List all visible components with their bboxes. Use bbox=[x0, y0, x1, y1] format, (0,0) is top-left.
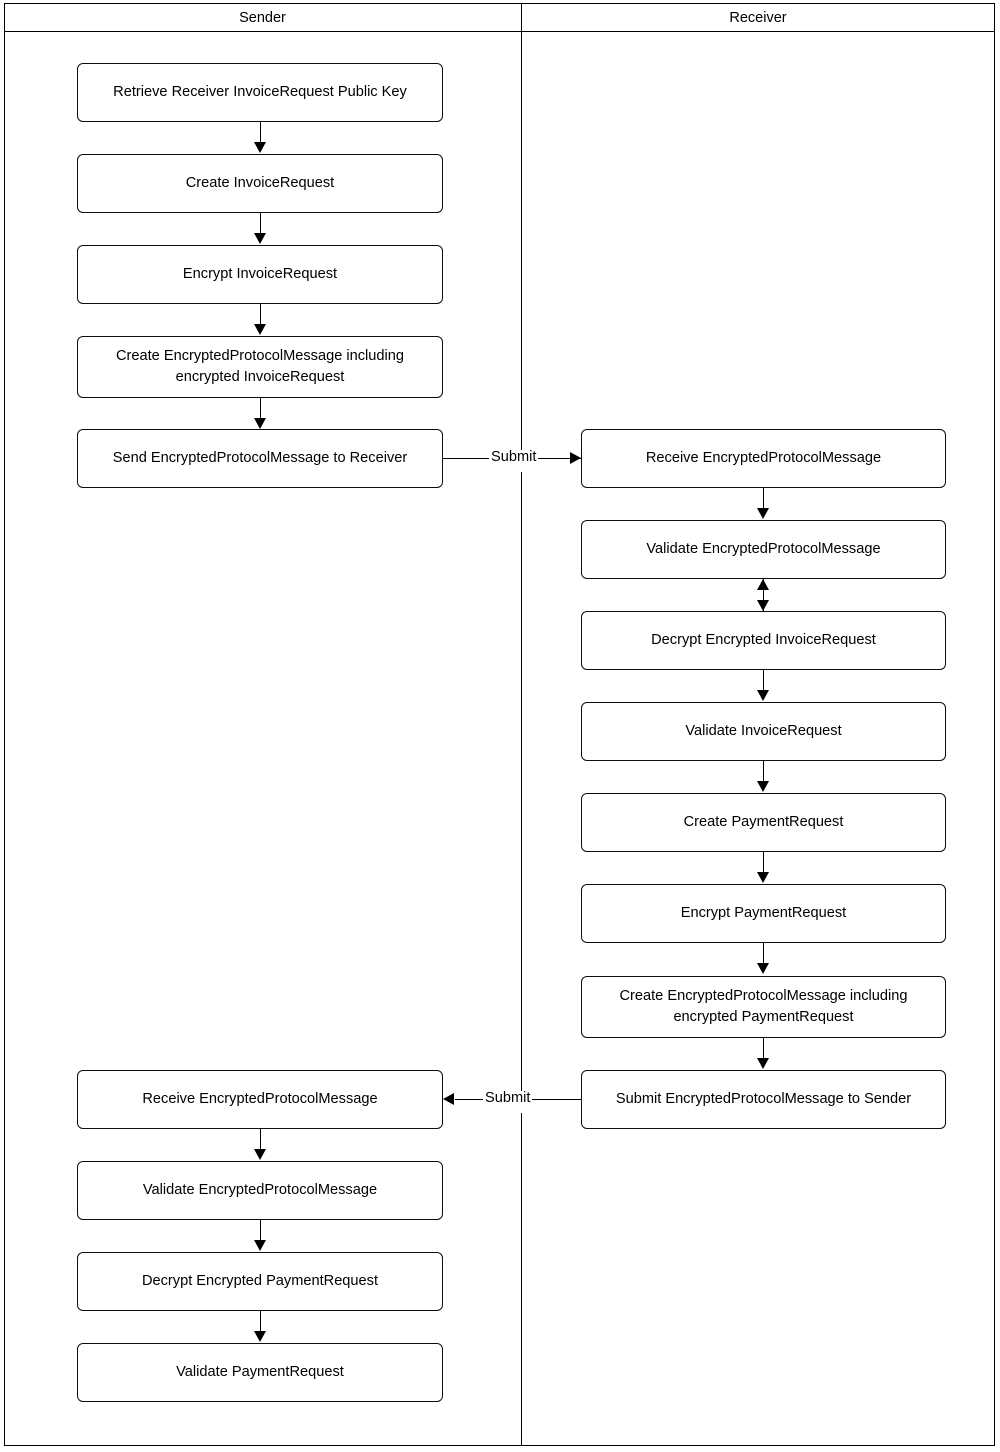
arrowhead-submit-to-sender bbox=[443, 1093, 454, 1105]
connector-s8-s9 bbox=[260, 1311, 261, 1332]
node-label: Validate PaymentRequest bbox=[176, 1364, 344, 1381]
edge-label-submit-to-receiver: Submit bbox=[489, 449, 539, 465]
node-validate-paymentrequest[interactable]: Validate PaymentRequest bbox=[77, 1343, 443, 1402]
node-label: Receive EncryptedProtocolMessage bbox=[142, 1091, 378, 1108]
node-create-paymentrequest[interactable]: Create PaymentRequest bbox=[581, 793, 946, 852]
node-label: Create PaymentRequest bbox=[683, 814, 844, 831]
node-encrypt-invoicerequest[interactable]: Encrypt InvoiceRequest bbox=[77, 245, 443, 304]
arrowhead-s2-s3 bbox=[254, 233, 266, 244]
lane-header-divider bbox=[4, 31, 995, 32]
arrowhead-r6-r7 bbox=[757, 963, 769, 974]
node-encrypt-paymentrequest[interactable]: Encrypt PaymentRequest bbox=[581, 884, 946, 943]
arrowhead-s1-s2 bbox=[254, 142, 266, 153]
arrowhead-r4-r5 bbox=[757, 781, 769, 792]
node-label: Create EncryptedProtocolMessage includin… bbox=[619, 988, 908, 1025]
node-label: Validate EncryptedProtocolMessage bbox=[142, 1182, 378, 1199]
node-label: Retrieve Receiver InvoiceRequest Public … bbox=[113, 84, 407, 101]
arrowhead-submit-to-receiver bbox=[570, 452, 581, 464]
connector-s1-s2 bbox=[260, 122, 261, 143]
connector-s6-s7 bbox=[260, 1129, 261, 1150]
node-label: Submit EncryptedProtocolMessage to Sende… bbox=[615, 1091, 912, 1108]
arrowhead-s3-s4 bbox=[254, 324, 266, 335]
arrowhead-r1-r2 bbox=[757, 508, 769, 519]
node-create-encryptedprotocolmessage-paymentrequest[interactable]: Create EncryptedProtocolMessage includin… bbox=[581, 976, 946, 1038]
node-retrieve-receiver-invoicerequest-public-key[interactable]: Retrieve Receiver InvoiceRequest Public … bbox=[77, 63, 443, 122]
arrowhead-r3-to-r2 bbox=[757, 579, 769, 590]
node-label: Encrypt InvoiceRequest bbox=[182, 266, 338, 283]
lane-divider-segment-bottom bbox=[521, 1113, 522, 1446]
connector-s7-s8 bbox=[260, 1220, 261, 1241]
node-decrypt-encrypted-invoicerequest[interactable]: Decrypt Encrypted InvoiceRequest bbox=[581, 611, 946, 670]
node-label: Decrypt Encrypted InvoiceRequest bbox=[651, 632, 876, 649]
edge-label-submit-to-sender: Submit bbox=[483, 1090, 533, 1106]
connector-s4-s5 bbox=[260, 398, 261, 419]
node-decrypt-encrypted-paymentrequest[interactable]: Decrypt Encrypted PaymentRequest bbox=[77, 1252, 443, 1311]
node-validate-encryptedprotocolmessage-receiver[interactable]: Validate EncryptedProtocolMessage bbox=[581, 520, 946, 579]
connector-r6-r7 bbox=[763, 943, 764, 964]
connector-r7-r8 bbox=[763, 1038, 764, 1059]
connector-s3-s4 bbox=[260, 304, 261, 325]
lane-divider-segment-top bbox=[521, 3, 522, 451]
connector-r1-r2 bbox=[763, 488, 764, 509]
node-receive-encryptedprotocolmessage-sender[interactable]: Receive EncryptedProtocolMessage bbox=[77, 1070, 443, 1129]
arrowhead-r5-r6 bbox=[757, 872, 769, 883]
node-label: Create EncryptedProtocolMessage includin… bbox=[116, 348, 404, 385]
node-label: Decrypt Encrypted PaymentRequest bbox=[141, 1273, 379, 1290]
node-send-encryptedprotocolmessage-to-receiver[interactable]: Send EncryptedProtocolMessage to Receive… bbox=[77, 429, 443, 488]
arrowhead-s6-s7 bbox=[254, 1149, 266, 1160]
node-submit-encryptedprotocolmessage-to-sender[interactable]: Submit EncryptedProtocolMessage to Sende… bbox=[581, 1070, 946, 1129]
lane-divider-segment-middle bbox=[521, 472, 522, 1092]
arrowhead-r2-to-r3 bbox=[757, 600, 769, 611]
node-create-invoicerequest[interactable]: Create InvoiceRequest bbox=[77, 154, 443, 213]
connector-r4-r5 bbox=[763, 761, 764, 782]
node-label: Create InvoiceRequest bbox=[185, 175, 335, 192]
node-label: Receive EncryptedProtocolMessage bbox=[645, 450, 882, 467]
arrowhead-s8-s9 bbox=[254, 1331, 266, 1342]
node-create-encryptedprotocolmessage-invoicerequest[interactable]: Create EncryptedProtocolMessage includin… bbox=[77, 336, 443, 398]
node-label: Validate EncryptedProtocolMessage bbox=[646, 541, 881, 558]
connector-r3-r4 bbox=[763, 670, 764, 691]
arrowhead-s7-s8 bbox=[254, 1240, 266, 1251]
connector-s2-s3 bbox=[260, 213, 261, 234]
node-validate-invoicerequest[interactable]: Validate InvoiceRequest bbox=[581, 702, 946, 761]
arrowhead-r7-r8 bbox=[757, 1058, 769, 1069]
arrowhead-r3-r4 bbox=[757, 690, 769, 701]
connector-r2-r3-bidirectional bbox=[763, 579, 764, 611]
node-label: Validate InvoiceRequest bbox=[685, 723, 842, 740]
node-label: Send EncryptedProtocolMessage to Receive… bbox=[112, 450, 408, 467]
connector-r5-r6 bbox=[763, 852, 764, 873]
node-validate-encryptedprotocolmessage-sender[interactable]: Validate EncryptedProtocolMessage bbox=[77, 1161, 443, 1220]
lane-header-receiver: Receiver bbox=[729, 9, 787, 26]
lane-header-sender: Sender bbox=[239, 9, 286, 26]
node-receive-encryptedprotocolmessage-receiver[interactable]: Receive EncryptedProtocolMessage bbox=[581, 429, 946, 488]
lane-header-row: Sender Receiver bbox=[4, 3, 995, 32]
node-label: Encrypt PaymentRequest bbox=[680, 905, 847, 922]
arrowhead-s4-s5 bbox=[254, 418, 266, 429]
